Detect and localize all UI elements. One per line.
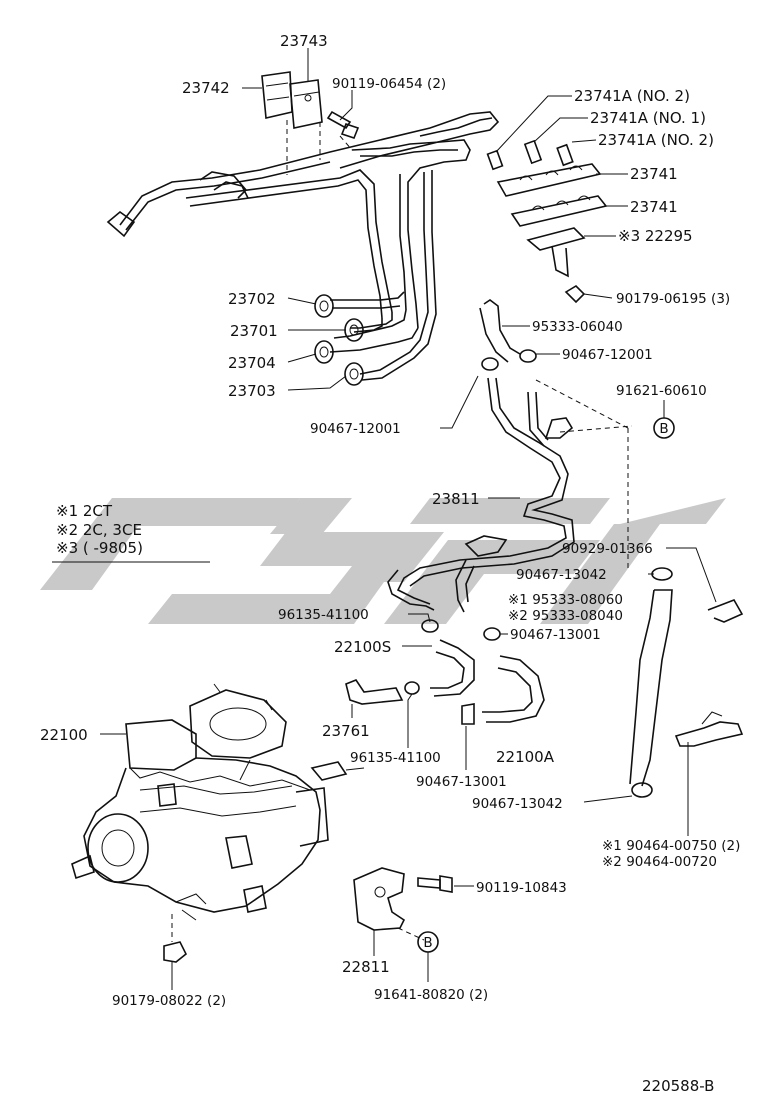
label-23811: 23811	[432, 490, 480, 508]
label-22100S: 22100S	[334, 638, 391, 656]
watermark-logo	[40, 498, 726, 624]
label-23741A-no2-a: 23741A (NO. 2)	[574, 87, 690, 105]
label-91641-80820: 91641-80820 (2)	[374, 987, 488, 1003]
label-23741A-no2-b: 23741A (NO. 2)	[598, 131, 714, 149]
label-22811: 22811	[342, 958, 390, 976]
label-23741-a: 23741	[630, 165, 678, 183]
label-23741A-no1: 23741A (NO. 1)	[590, 109, 706, 127]
bracket-22811	[353, 867, 406, 931]
label-23703: 23703	[228, 382, 276, 400]
valve-23761	[345, 679, 404, 705]
ref-b-bottom-label: B	[423, 935, 432, 951]
diagram-code: 220588-B	[642, 1077, 714, 1095]
clamp-cushion-23742	[261, 71, 293, 119]
clamp-23741-upper	[496, 163, 602, 197]
label-90464-00750: ※1 90464-00750 (2)	[602, 838, 740, 854]
label-23742: 23742	[182, 79, 230, 97]
label-90119-06454: 90119-06454 (2)	[332, 76, 446, 92]
clamp-cushion-23743	[289, 79, 323, 129]
label-90467-13001-b: 90467-13001	[416, 774, 507, 790]
label-96135-41100-a: 96135-41100	[278, 607, 369, 623]
clip-90467-12001-upper	[519, 349, 537, 363]
clip-90467-13042-lower	[631, 782, 653, 798]
label-23701: 23701	[230, 322, 278, 340]
grommet-23741A	[486, 139, 574, 171]
hose-95333-08060	[629, 589, 673, 787]
union-nut-23702	[314, 294, 334, 318]
label-90467-12001-a: 90467-12001	[562, 347, 653, 363]
hose-22100A	[482, 655, 545, 723]
nut-90179-06195	[564, 284, 586, 304]
part-labels: 23743 23742 90119-06454 (2) 23741A (NO. …	[40, 32, 740, 1095]
leader-lines	[100, 48, 717, 990]
clamp-23741-lower	[510, 195, 608, 227]
clamp-90464-00750	[674, 711, 744, 747]
hose-22100S	[430, 639, 475, 697]
label-95333-08040: ※2 95333-08040	[508, 608, 623, 624]
label-23741-b: 23741	[630, 198, 678, 216]
note-3: ※3 ( -9805)	[56, 539, 143, 557]
label-90929-01366: 90929-01366	[562, 541, 653, 557]
label-91621-60610: 91621-60610	[616, 383, 707, 399]
injection-pipe-bundle	[106, 111, 500, 381]
clip-90467-13001-lower	[461, 703, 475, 725]
ref-b-top-label: B	[659, 421, 668, 437]
bolt-90119-06454	[326, 110, 360, 139]
hose-95333-06040	[479, 299, 521, 363]
label-90467-12001-b: 90467-12001	[310, 421, 401, 437]
label-96135-41100-b: 96135-41100	[350, 750, 441, 766]
label-95333-06040: 95333-06040	[532, 319, 623, 335]
fuel-return-pipe-23811	[387, 377, 575, 613]
label-90467-13042-b: 90467-13042	[472, 796, 563, 812]
clip-96135-41100-lower	[404, 681, 420, 695]
label-90464-00720: ※2 90464-00720	[602, 854, 717, 870]
label-90179-06195: 90179-06195 (3)	[616, 291, 730, 307]
label-90179-08022: 90179-08022 (2)	[112, 993, 226, 1009]
label-23702: 23702	[228, 290, 276, 308]
union-nut-23701	[344, 318, 364, 342]
label-22295: ※3 22295	[618, 227, 693, 245]
union-nut-23703	[344, 362, 364, 386]
nut-90179-08022	[163, 941, 188, 963]
injection-pump-22100	[71, 683, 365, 921]
label-23743: 23743	[280, 32, 328, 50]
clamp-90929-01366	[707, 599, 744, 623]
applicability-notes: ※1 2CT ※2 2C, 3CE ※3 ( -9805)	[52, 502, 210, 563]
label-22100A: 22100A	[496, 748, 555, 766]
clip-90467-13001-upper	[483, 627, 501, 641]
label-90467-13001-a: 90467-13001	[510, 627, 601, 643]
label-23761: 23761	[322, 722, 370, 740]
bracket-22295	[526, 227, 586, 278]
note-2: ※2 2C, 3CE	[56, 521, 142, 539]
label-90467-13042-a: 90467-13042	[516, 567, 607, 583]
label-22100: 22100	[40, 726, 88, 744]
bolt-90119-10843	[417, 875, 453, 893]
union-nut-23704	[314, 340, 334, 364]
clip-90467-13042-upper	[651, 567, 673, 581]
label-95333-08060: ※1 95333-08060	[508, 592, 623, 608]
clip-90467-12001-lower	[481, 357, 499, 371]
label-90119-10843: 90119-10843	[476, 880, 567, 896]
label-23704: 23704	[228, 354, 276, 372]
note-1: ※1 2CT	[56, 502, 113, 520]
